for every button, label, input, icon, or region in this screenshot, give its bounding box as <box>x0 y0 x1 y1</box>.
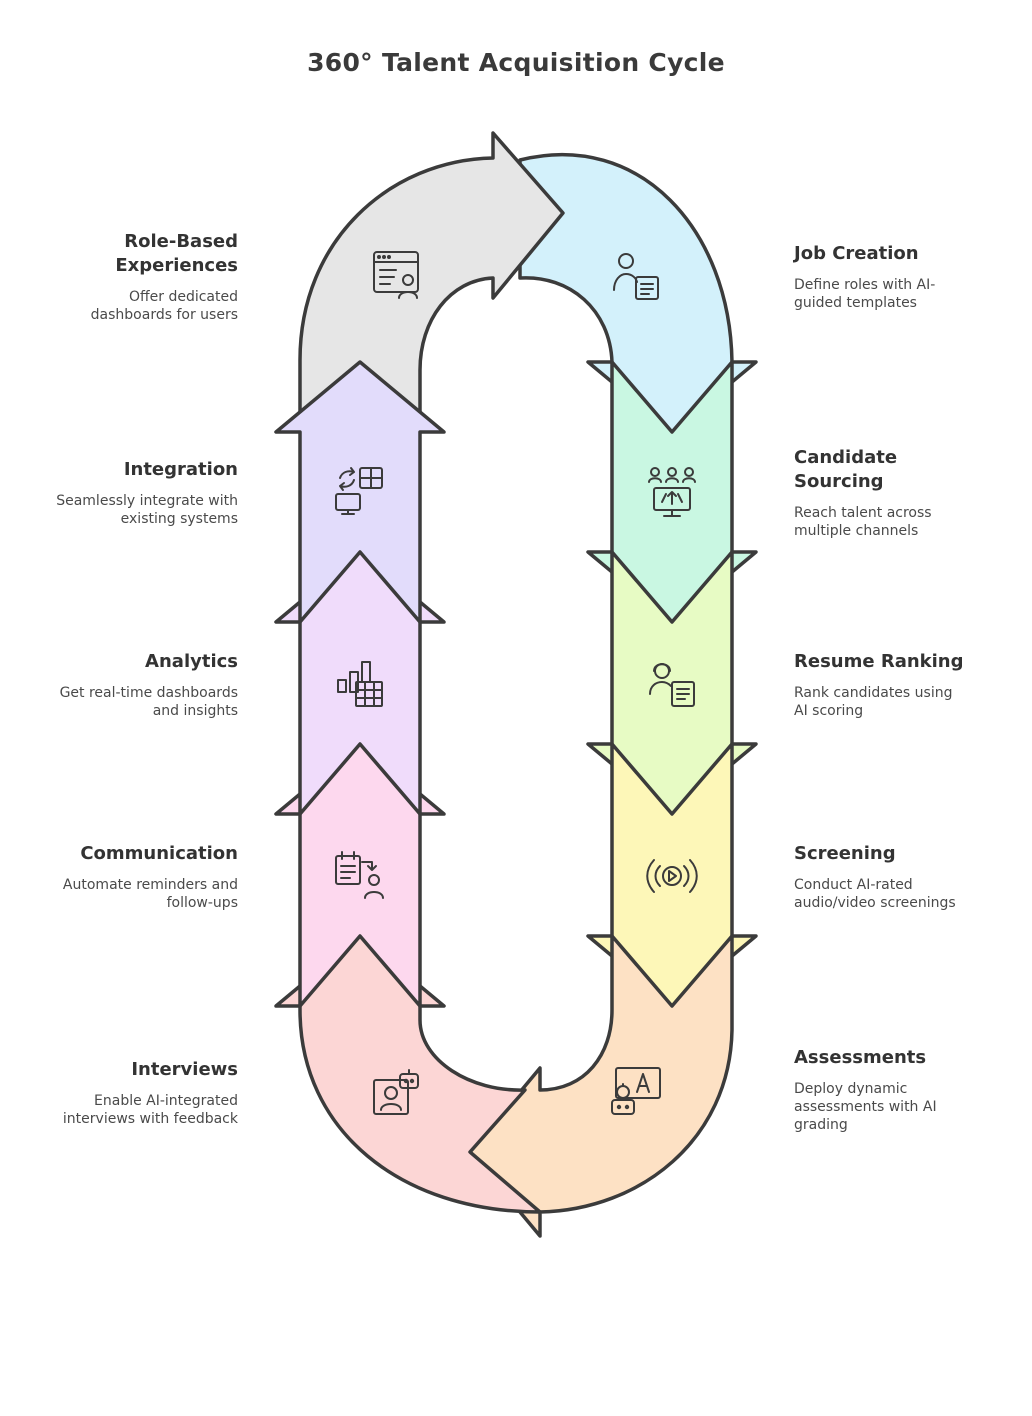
stage-label-analytics: Analytics Get real-time dashboards and i… <box>18 650 238 720</box>
stage-label-job-creation: Job Creation Define roles with AI-guided… <box>794 242 1014 312</box>
stage-description: Conduct AI-rated audio/video screenings <box>794 877 956 911</box>
stage-title: Interviews <box>131 1059 238 1080</box>
arrow-screening <box>586 742 758 1008</box>
stage-title: Assessments <box>794 1047 927 1068</box>
stage-description: Reach talent across multiple channels <box>794 505 932 539</box>
robot-letter-icon <box>611 1067 661 1115</box>
stage-title: Job Creation <box>794 243 919 264</box>
stage-description: Seamlessly integrate with existing syste… <box>56 493 238 527</box>
stage-title: Candidate Sourcing <box>794 447 898 492</box>
stage-label-interviews: Interviews Enable AI-integrated intervie… <box>18 1058 238 1128</box>
stage-description: Rank candidates using AI scoring <box>794 685 953 719</box>
stage-label-screening: Screening Conduct AI-rated audio/video s… <box>794 842 1014 912</box>
broadcast-play-icon <box>646 859 698 893</box>
people-monitor-icon <box>648 467 696 517</box>
stage-title: Screening <box>794 843 896 864</box>
stage-description: Automate reminders and follow-ups <box>62 877 238 911</box>
stage-title: Analytics <box>145 651 238 672</box>
stage-title: Resume Ranking <box>794 651 964 672</box>
calendar-person-icon <box>335 851 384 899</box>
diagram-title: 360° Talent Acquisition Cycle <box>307 48 725 77</box>
stage-description: Get real-time dashboards and insights <box>59 685 238 719</box>
stage-label-resume-ranking: Resume Ranking Rank candidates using AI … <box>794 650 1014 720</box>
user-document-icon <box>613 253 659 300</box>
stage-label-integration: Integration Seamlessly integrate with ex… <box>18 458 238 528</box>
browser-user-icon <box>373 251 419 299</box>
arrow-role-based-experiences <box>298 131 565 422</box>
arrow-assessments <box>468 934 734 1238</box>
stage-label-candidate-sourcing: Candidate Sourcing Reach talent across m… <box>794 446 1014 540</box>
headset-document-icon <box>649 663 695 707</box>
sync-monitor-grid-icon <box>335 467 383 515</box>
stage-description: Offer dedicated dashboards for users <box>90 289 238 323</box>
stage-description: Enable AI-integrated interviews with fee… <box>62 1093 238 1127</box>
arrow-integration <box>274 360 446 624</box>
stage-label-assessments: Assessments Deploy dynamic assessments w… <box>794 1046 1014 1134</box>
stage-title: Communication <box>80 843 238 864</box>
stage-description: Define roles with AI-guided templates <box>794 277 936 311</box>
stage-label-role-based-experiences: Role-Based Experiences Offer dedicated d… <box>18 230 238 324</box>
stage-description: Deploy dynamic assessments with AI gradi… <box>794 1081 937 1133</box>
stage-title: Role-Based Experiences <box>115 231 238 276</box>
stage-title: Integration <box>123 459 238 480</box>
person-robot-icon <box>373 1069 419 1115</box>
stage-label-communication: Communication Automate reminders and fol… <box>18 842 238 912</box>
bar-chart-table-icon <box>337 661 383 707</box>
